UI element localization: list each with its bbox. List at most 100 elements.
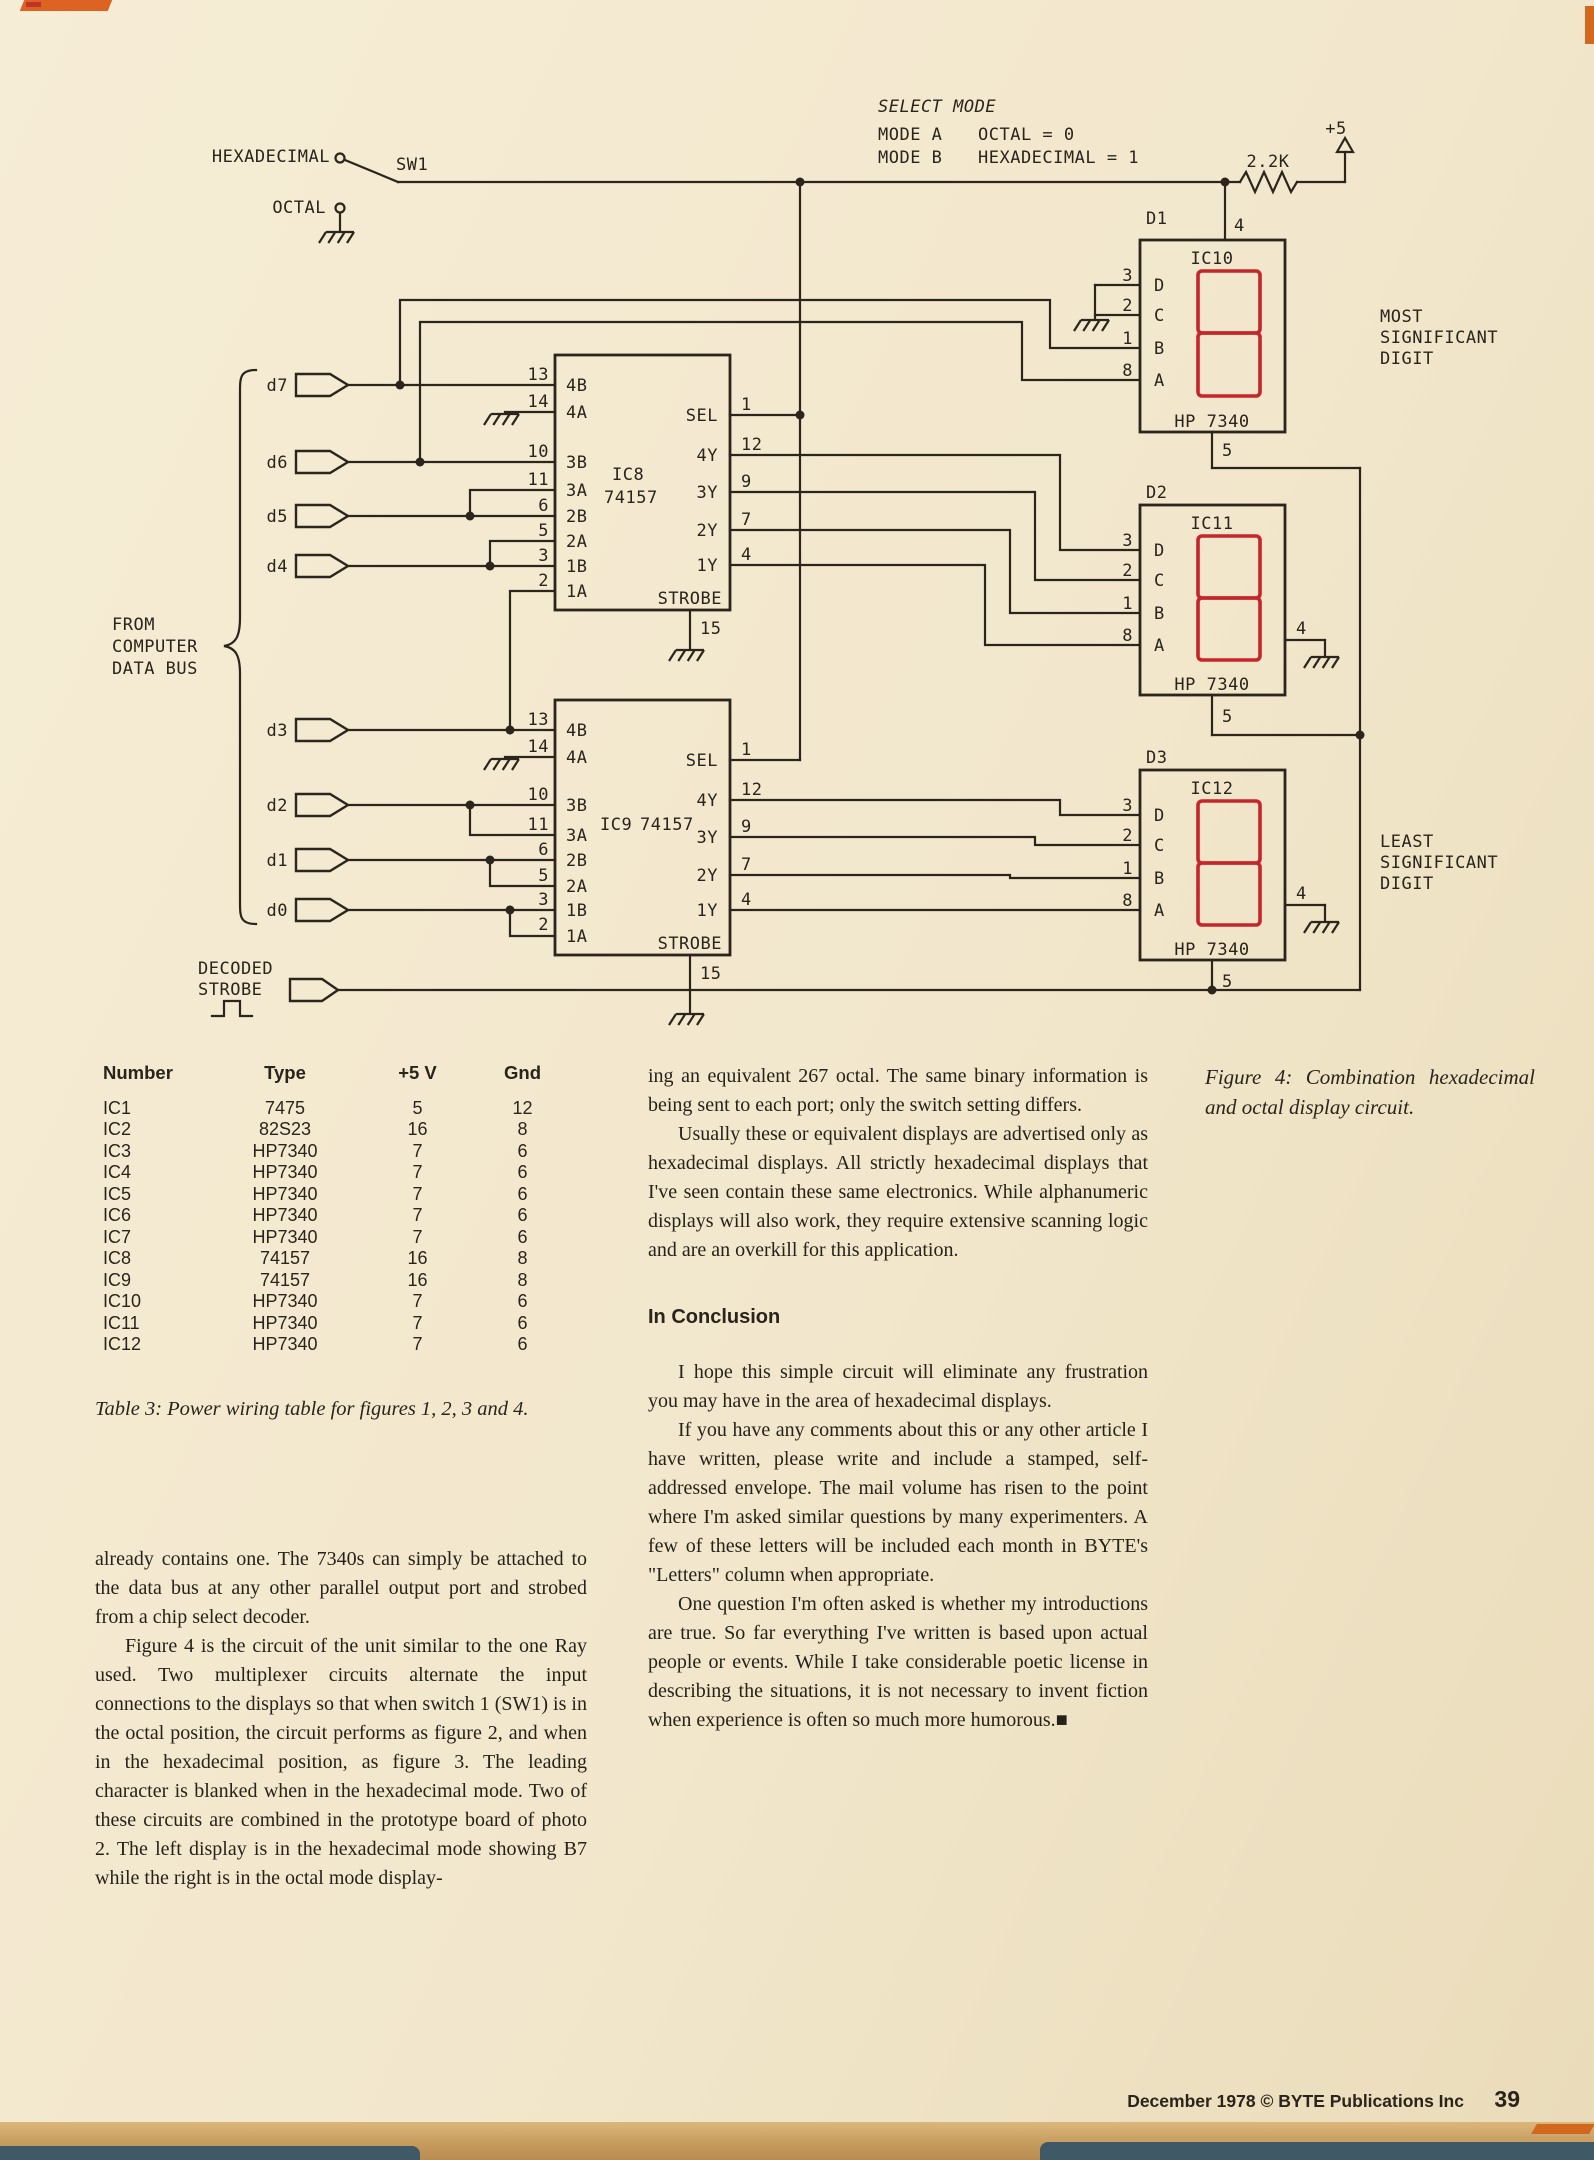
table-cell: 7 [412,1140,423,1161]
table-cell: 8 [517,1119,528,1139]
seven-segment-ic10 [1196,269,1262,335]
table-cell: 6 [517,1205,528,1225]
schematic-label: d7 [267,376,288,396]
table-cell: 7 [412,1334,423,1354]
schematic-label: 6 [538,840,549,860]
schematic-label: 2Y [697,521,718,541]
schematic-label: IC10 [1191,249,1234,269]
schematic-label: 1B [566,557,587,577]
schematic-label: 3A [566,826,587,846]
table-cell: 7475 [264,1097,306,1118]
schematic-label: 3A [566,481,587,501]
left-column-text: already contains one. The 7340s can simp… [95,1545,587,1893]
schematic-label: IC12 [1191,779,1234,799]
ic9-74157-box [553,698,732,957]
schematic-label: DATA BUS [112,659,198,679]
schematic-label: STROBE [658,589,722,609]
table-cell: 16 [407,1269,428,1290]
plus5-arrow-icon [1335,135,1355,154]
table-cell: 7 [412,1162,423,1182]
schematic-label: d6 [267,453,288,473]
schematic-label: SEL [686,406,718,426]
ic12-display-box [1138,768,1287,962]
schematic-label: 4A [566,403,587,423]
table-cell: HP7340 [252,1312,318,1333]
schematic-label: 8 [1122,626,1133,646]
schematic-label: 5 [1222,707,1233,727]
schematic-label: 4 [741,890,752,910]
ic-boxes [553,238,1287,962]
table-cell: IC4 [103,1162,132,1182]
schematic-label: 4B [566,721,587,741]
seven-segment-ic11 [1196,534,1262,600]
schematic-label: B [1154,339,1165,359]
table3-header-cell: Type [264,1062,306,1083]
table-cell: 16 [407,1248,428,1268]
schematic-label: 7 [741,855,752,875]
mid-bottom: I hope this simple circuit will eliminat… [648,1358,1148,1735]
page-number: 39 [1494,2086,1520,2112]
schematic-label: d4 [267,557,288,577]
schematic-label: IC9 [600,815,632,835]
table-cell: 8 [517,1269,528,1290]
schematic-label: d0 [267,901,288,921]
schematic-label: 4B [566,376,587,396]
schematic-label: 9 [741,817,752,837]
table-cell: IC3 [103,1140,132,1161]
schematic-label: 5 [538,521,549,541]
table-cell: HP7340 [252,1205,318,1225]
schematic-label: d3 [267,721,288,741]
table-cell: 74157 [259,1269,311,1290]
schematic-label: 2 [1122,826,1133,846]
schematic-label: HP 7340 [1174,412,1249,432]
schematic-label: 1B [566,901,587,921]
mode-switch [334,152,346,214]
page-footer: December 1978 © BYTE Publications Inc 39 [900,2086,1520,2113]
schematic-label: 14 [528,737,549,757]
schematic-label: 13 [528,710,549,730]
schematic-label: HEXADECIMAL = 1 [978,148,1139,168]
table-cell: 7 [412,1312,423,1333]
schematic-label: STROBE [658,934,722,954]
input-arrow-d6 [294,449,351,475]
schematic-label: A [1154,636,1165,656]
schematic-label: D [1154,276,1165,296]
table3-caption: Table 3: Power wiring table for figures … [95,1398,529,1420]
table-cell: 6 [517,1140,528,1161]
schematic-label: 2A [566,532,587,552]
schematic-label: 74157 [604,488,658,508]
schematic-label: 4 [1296,619,1307,639]
bus-brace [223,368,258,926]
table-cell: HP7340 [252,1334,318,1354]
schematic-label: 1 [1122,594,1133,614]
schematic-label: D3 [1146,748,1167,768]
schematic-label: 4 [741,545,752,565]
schematic-label: 2 [538,915,549,935]
ic8-74157-box [553,353,732,612]
schematic-label: STROBE [198,980,262,1000]
mid-column-text: ing an equivalent 267 octal. The same bi… [648,1062,1148,1735]
schematic-label: d5 [267,507,288,527]
schematic-label: 2 [1122,561,1133,581]
schematic-label: A [1154,901,1165,921]
section-heading: In Conclusion [648,1306,781,1328]
schematic-label: DIGIT [1380,874,1434,894]
schematic-label: 14 [528,392,549,412]
resistor-2.2k [1238,169,1299,195]
table-cell: IC10 [103,1291,142,1311]
table-cell: 6 [517,1312,528,1333]
schematic-label: 3 [1122,796,1133,816]
switch-contact-octal [334,202,346,214]
table-cell: HP7340 [252,1183,318,1204]
schematic-label: SIGNIFICANT [1380,853,1498,873]
schematic-label: SW1 [396,155,428,175]
